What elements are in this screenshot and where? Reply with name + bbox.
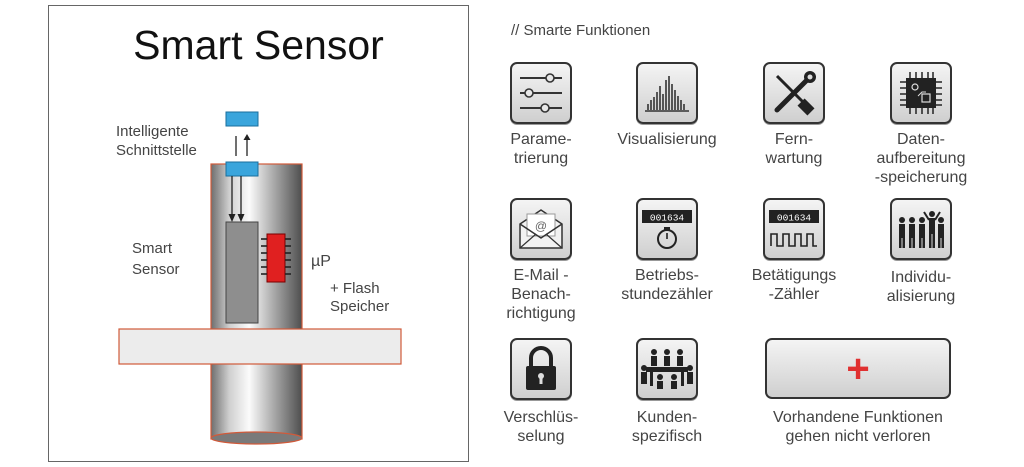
- flash-label-line2: Speicher: [330, 298, 390, 315]
- sensor-label-line2: Sensor: [132, 261, 180, 278]
- function-caption-betriebsstundenzaehler: Betriebs-stundezähler: [621, 267, 713, 303]
- svg-text:@: @: [535, 219, 547, 233]
- mounting-plate: [118, 328, 402, 365]
- sensor-board: [225, 221, 259, 324]
- chip-icon: [890, 62, 952, 124]
- sensor-illustration: [118, 111, 402, 445]
- lock-icon: [510, 338, 572, 400]
- envelope-icon: @: [510, 198, 572, 260]
- counter-digits: 001634: [777, 213, 812, 224]
- function-caption-email: E-Mail -Benach-richtigung: [506, 267, 576, 322]
- interface-connector-bottom: [225, 161, 259, 177]
- housing-bottom: [210, 431, 303, 445]
- people-icon: [890, 198, 952, 260]
- plus-button: +: [765, 338, 951, 399]
- sliders-icon: [510, 62, 572, 124]
- interface-connector-top: [225, 111, 259, 127]
- smart-sensor-diagram: Smart Sensor: [48, 5, 469, 462]
- histogram-icon: [636, 62, 698, 124]
- stopwatch-counter-icon: 001634: [636, 198, 698, 260]
- pulse-counter-icon: 001634: [763, 198, 825, 260]
- function-caption-parametrierung: Parame-trierung: [510, 131, 572, 167]
- mcu-label: µP: [311, 253, 331, 270]
- sensor-label-line1: Smart: [132, 240, 173, 257]
- function-caption-visualisierung: Visualisierung: [617, 131, 717, 148]
- function-caption-verschluesselung: Verschlüs-selung: [503, 409, 579, 445]
- meeting-icon: [636, 338, 698, 400]
- microcontroller-chip: [261, 233, 291, 283]
- functions-heading: // Smarte Funktionen: [511, 22, 651, 39]
- counter-digits: 001634: [650, 213, 685, 224]
- interface-label-line2: Schnittstelle: [116, 142, 197, 159]
- plus-icon: +: [846, 347, 870, 391]
- function-caption-individualisierung: Individu-alisierung: [886, 269, 956, 305]
- diagram-title: Smart Sensor: [133, 22, 384, 68]
- tools-icon: [763, 62, 825, 124]
- flash-label-line1: + Flash: [330, 280, 380, 297]
- function-caption-kundenspezifisch: Kunden-spezifisch: [631, 409, 703, 445]
- interface-label-line1: Intelligente: [116, 123, 189, 140]
- function-caption-datenaufbereitung: Daten-aufbereitung-speicherung: [874, 131, 968, 186]
- function-caption-fernwartung: Fern-wartung: [765, 131, 823, 167]
- function-caption-betaetigungszaehler: Betätigungs-Zähler: [751, 267, 837, 303]
